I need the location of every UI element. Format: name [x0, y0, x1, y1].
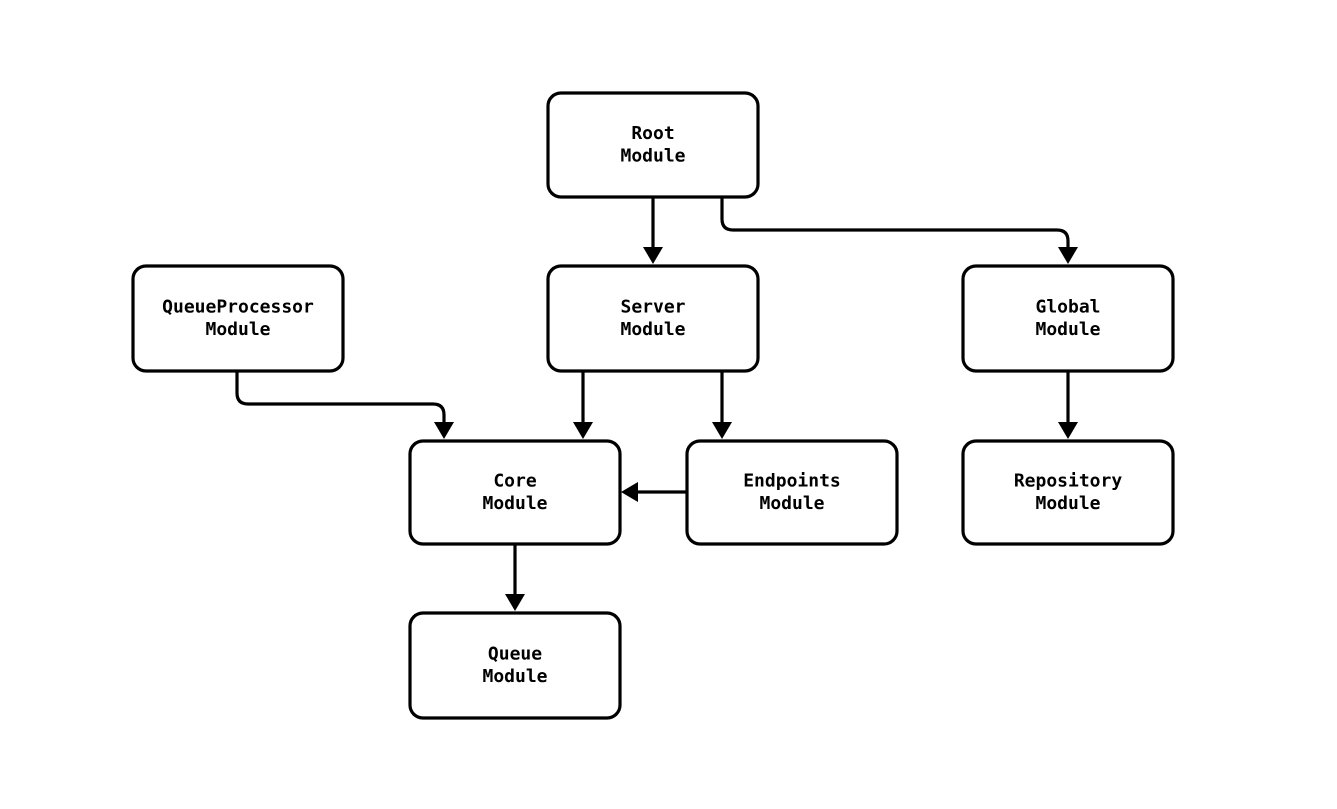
arrowhead-icon — [505, 594, 525, 611]
node-label-line1: Endpoints — [743, 470, 841, 491]
edge-server-to-core — [573, 371, 593, 439]
node-box[interactable] — [685, 439, 899, 546]
node-box[interactable] — [408, 611, 622, 720]
edges-layer — [235, 197, 1078, 611]
node-box[interactable] — [408, 439, 622, 546]
node-label-line2: Module — [620, 319, 685, 340]
node-label-line1: Server — [620, 296, 685, 317]
node-label-line1: Repository — [1014, 470, 1123, 491]
edge-server-to-endpoints — [712, 371, 732, 439]
arrowhead-icon — [712, 422, 732, 439]
edge-line — [720, 197, 1070, 255]
node-label-line2: Module — [482, 666, 547, 687]
edge-global-to-repository — [1058, 371, 1078, 439]
arrowhead-icon — [1058, 247, 1078, 264]
node-box[interactable] — [961, 439, 1175, 546]
node-label-line2: Module — [205, 319, 270, 340]
node-box[interactable] — [546, 91, 760, 199]
node-label-line2: Module — [482, 493, 547, 514]
arrowhead-icon — [434, 422, 454, 439]
edge-core-to-queue — [505, 544, 525, 611]
node-label-line1: Core — [493, 470, 537, 491]
edge-endpoints-to-core — [621, 482, 687, 502]
node-label-line1: Global — [1035, 296, 1100, 317]
edge-line — [235, 371, 446, 430]
edge-queueprocessor-to-core — [235, 371, 454, 439]
node-box[interactable] — [546, 264, 760, 373]
node-label-line1: Root — [631, 123, 674, 144]
node-label-line1: Queue — [488, 643, 542, 664]
node-label-line2: Module — [1035, 493, 1100, 514]
node-label-line2: Module — [620, 145, 685, 166]
node-label-line2: Module — [1035, 319, 1100, 340]
arrowhead-icon — [1058, 422, 1078, 439]
arrowhead-icon — [621, 482, 638, 502]
arrowhead-icon — [573, 422, 593, 439]
arrowhead-icon — [643, 247, 663, 264]
node-box[interactable] — [131, 264, 345, 373]
node-box[interactable] — [961, 264, 1175, 373]
node-label-line1: QueueProcessor — [162, 296, 314, 317]
node-label-line2: Module — [759, 493, 824, 514]
edge-root-to-server — [643, 197, 663, 264]
edge-root-to-global — [720, 197, 1078, 264]
